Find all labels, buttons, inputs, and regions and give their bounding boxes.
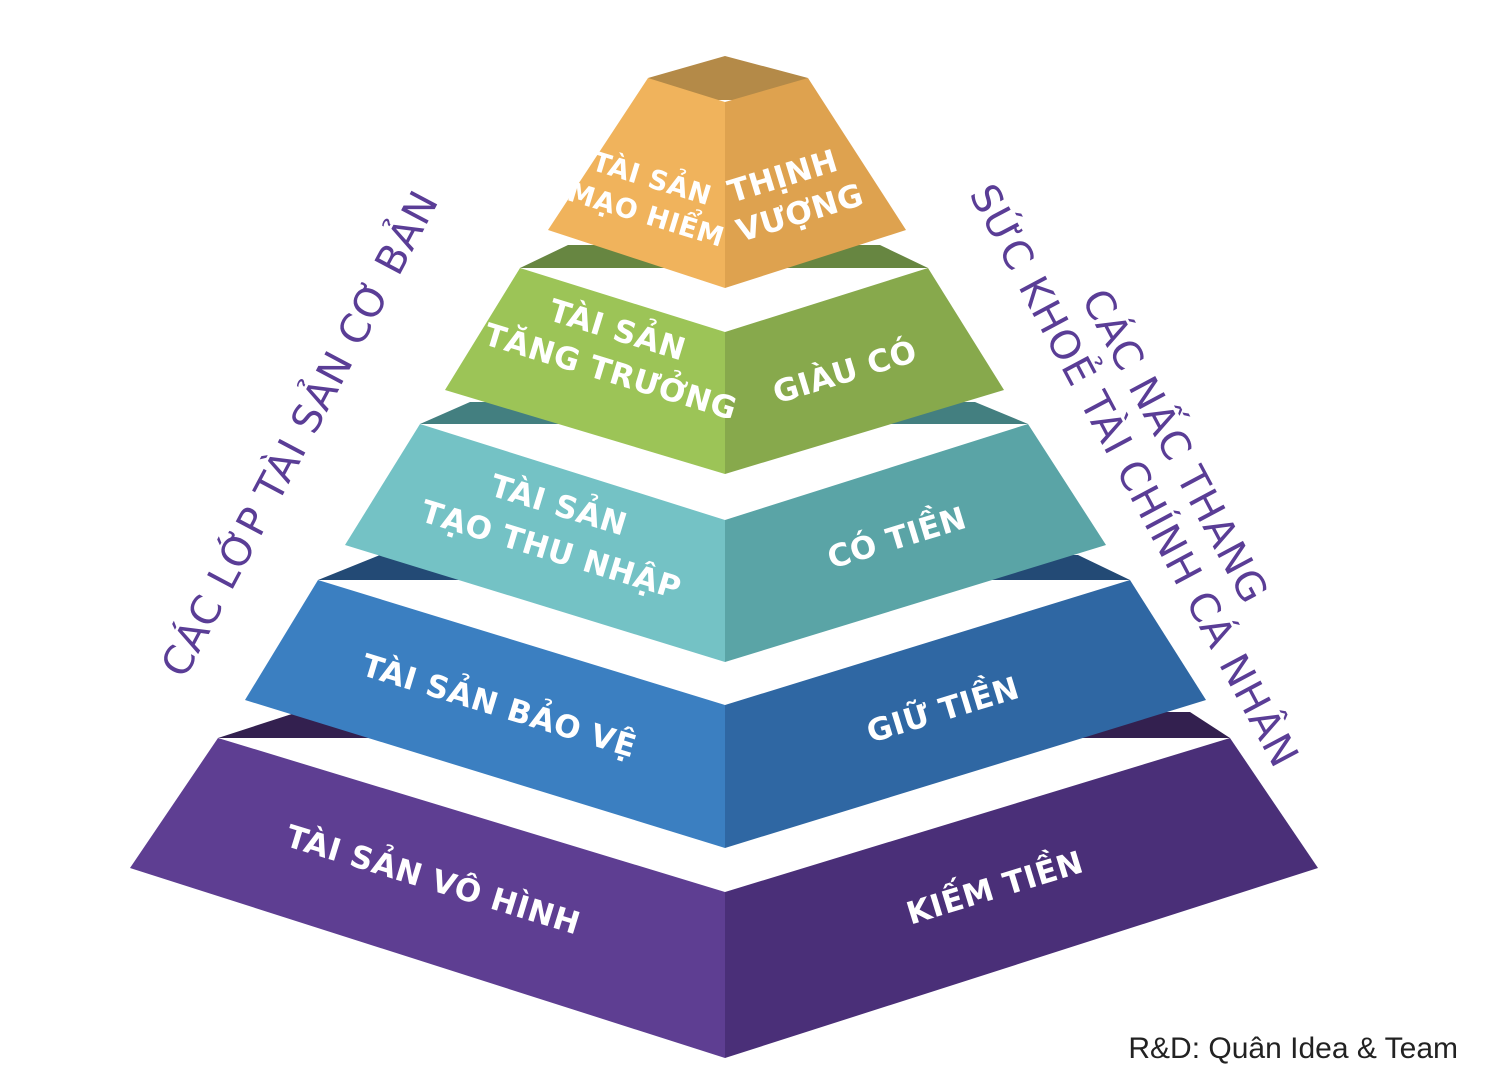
tier-5-left-face [130,738,725,1058]
tier-3-right-face [725,424,1106,662]
tier-2-right-face [725,268,1004,474]
tier-4-right-face [725,580,1206,848]
tier-3-left-face [345,424,725,662]
tier-5-right-face [725,738,1318,1058]
credit-text: R&D: Quân Idea & Team [1128,1032,1458,1065]
tier-1-left-face [548,78,725,288]
tier-1-top-cap [648,56,808,100]
tier-1-right-label: THỊNH VƯỢNG [721,139,868,250]
tier-1: TÀI SẢN MẠO HIỂM THỊNH VƯỢNG [548,56,906,288]
tier-4-left-face [245,580,725,848]
tier-2: TÀI SẢN TĂNG TRƯỞNG GIÀU CÓ [445,245,1004,474]
tier-3: TÀI SẢN TẠO THU NHẬP CÓ TIỀN [345,402,1106,662]
tier-1-right-face [725,78,906,288]
tier-2-left-face [445,268,725,474]
